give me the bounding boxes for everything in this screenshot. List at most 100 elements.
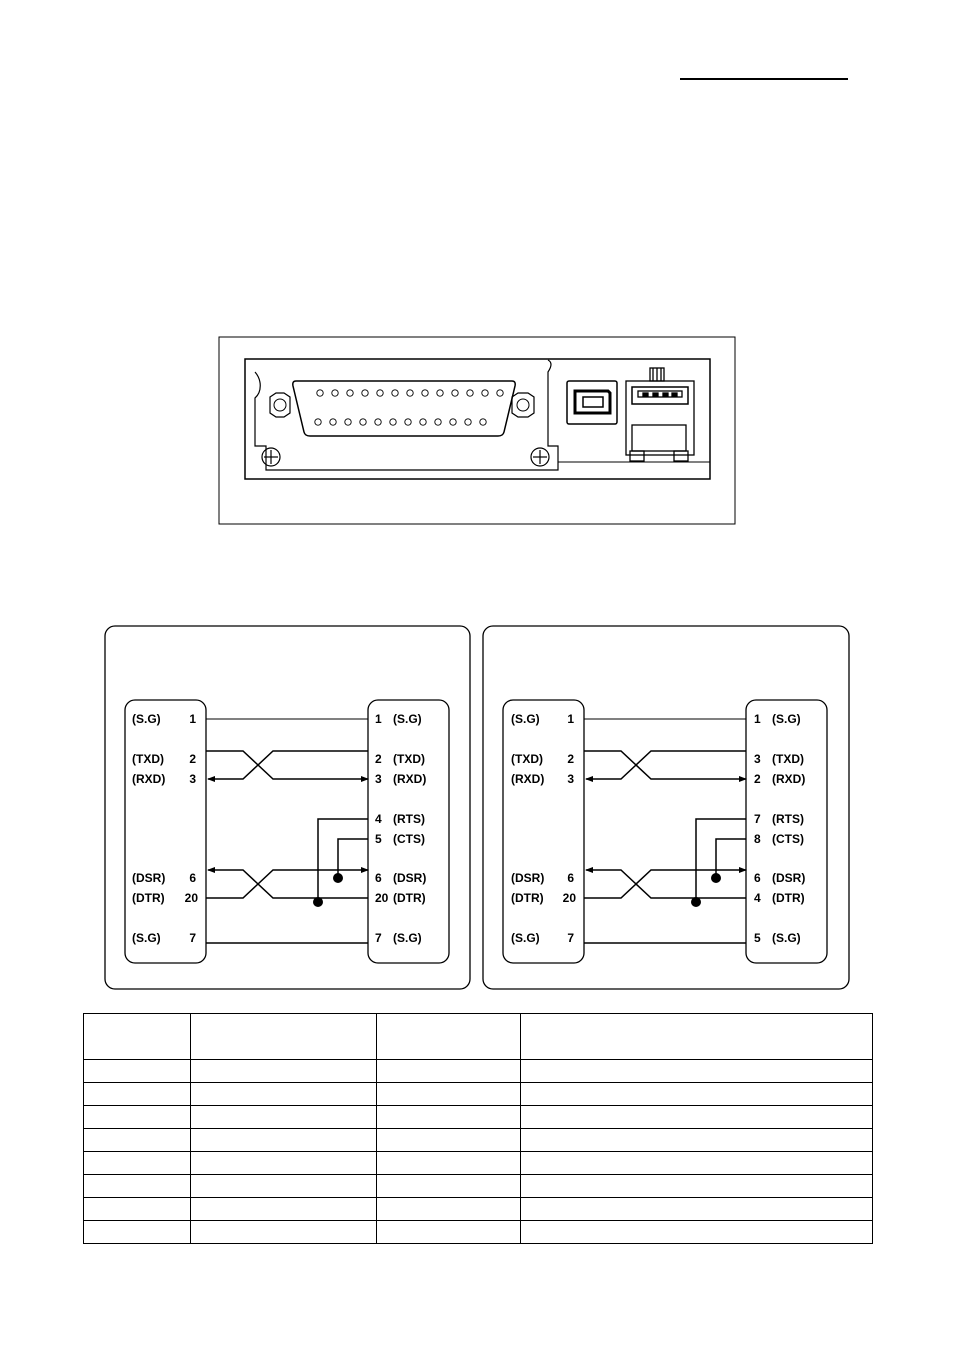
pin-number: 3 xyxy=(567,772,574,786)
wire-dtr-dsr xyxy=(206,867,369,899)
phillips-screw-left-icon xyxy=(261,447,281,467)
junction-dot xyxy=(313,897,323,907)
pin-label: (TXD) xyxy=(772,752,804,766)
hex-screw-right-icon xyxy=(511,392,535,418)
phillips-screw-right-icon xyxy=(530,447,550,467)
pin-number: 6 xyxy=(567,871,574,885)
pin-number: 6 xyxy=(375,871,382,885)
pin-label: (CTS) xyxy=(393,832,425,846)
pin-label: (S.G) xyxy=(393,931,422,945)
connector-block-right xyxy=(367,699,450,964)
pin-label: (TXD) xyxy=(132,752,164,766)
connector-block-right xyxy=(745,699,828,964)
table-row xyxy=(83,1220,873,1244)
pin-number: 1 xyxy=(567,712,574,726)
pin-label: (DTR) xyxy=(393,891,426,905)
pin-number: 7 xyxy=(375,931,382,945)
diagram-frame-left xyxy=(104,625,471,990)
pin-number: 1 xyxy=(754,712,761,726)
pin-label: (RXD) xyxy=(511,772,544,786)
wire-txd-rxd xyxy=(206,750,369,782)
pin-number: 4 xyxy=(375,812,382,826)
table-header-cell xyxy=(190,1013,377,1060)
table-header-cell xyxy=(83,1013,191,1060)
table-header-cell xyxy=(376,1013,521,1060)
pin-number: 2 xyxy=(189,752,196,766)
pin-label: (S.G) xyxy=(511,931,540,945)
wiring-diagram-left: (S.G) 1 (TXD) 2 (RXD) 3 (DSR) 6 (DTR) 20… xyxy=(104,625,471,990)
pin-number: 3 xyxy=(375,772,382,786)
pin-label: (S.G) xyxy=(393,712,422,726)
pin-number: 7 xyxy=(189,931,196,945)
rear-panel-illustration xyxy=(218,336,736,525)
db25-serial-connector-icon xyxy=(292,380,516,437)
signal-table xyxy=(83,1013,873,1244)
pin-number: 6 xyxy=(754,871,761,885)
table-row xyxy=(83,1174,873,1198)
connector-block-left xyxy=(502,699,585,964)
table-row xyxy=(83,1151,873,1175)
pin-number: 1 xyxy=(189,712,196,726)
wire-dtr-dsr-return xyxy=(207,867,368,899)
usb-b-port-icon xyxy=(566,380,618,425)
rear-panel-body xyxy=(244,358,711,480)
diagram-frame-right xyxy=(482,625,850,990)
wire-rxd-txd xyxy=(585,750,746,782)
pin-label: (DTR) xyxy=(772,891,805,905)
wiring-diagram-right: (S.G) 1 (TXD) 2 (RXD) 3 (DSR) 6 (DTR) 20… xyxy=(482,625,850,990)
pin-number: 7 xyxy=(567,931,574,945)
pin-label: (S.G) xyxy=(772,931,801,945)
pin-number: 2 xyxy=(375,752,382,766)
connector-block-left xyxy=(124,699,207,964)
pin-label: (S.G) xyxy=(132,931,161,945)
pin-label: (DSR) xyxy=(772,871,805,885)
pin-label: (S.G) xyxy=(772,712,801,726)
wire-dtr-dsr xyxy=(584,867,747,899)
pin-number: 4 xyxy=(754,891,761,905)
pin-label: (DTR) xyxy=(511,891,544,905)
pin-number: 5 xyxy=(754,931,761,945)
table-row xyxy=(83,1059,873,1083)
wire-cts-loop xyxy=(337,838,368,878)
pin-number: 6 xyxy=(189,871,196,885)
pin-number: 20 xyxy=(563,891,577,905)
junction-dot xyxy=(333,873,343,883)
usb-a-ethernet-module-icon xyxy=(625,367,695,462)
pin-label: (TXD) xyxy=(511,752,543,766)
pin-number: 3 xyxy=(189,772,196,786)
pin-label: (RXD) xyxy=(772,772,805,786)
pin-number: 8 xyxy=(754,832,761,846)
header-rule xyxy=(680,78,848,80)
wire-cts-loop xyxy=(715,838,746,878)
table-header-row xyxy=(83,1013,873,1060)
pin-number: 7 xyxy=(754,812,761,826)
pin-label: (DSR) xyxy=(393,871,426,885)
pin-number: 20 xyxy=(375,891,389,905)
pin-label: (RTS) xyxy=(393,812,425,826)
pin-label: (S.G) xyxy=(511,712,540,726)
pin-number: 20 xyxy=(185,891,199,905)
pin-label: (DTR) xyxy=(132,891,165,905)
pin-number: 2 xyxy=(567,752,574,766)
pin-label: (RXD) xyxy=(132,772,165,786)
wire-rts-loop xyxy=(317,818,368,902)
pin-number: 3 xyxy=(754,752,761,766)
rear-panel-frame xyxy=(218,336,736,525)
pin-number: 2 xyxy=(754,772,761,786)
wire-dtr-dsr-return xyxy=(585,867,746,899)
table-row xyxy=(83,1197,873,1221)
pin-label: (DSR) xyxy=(132,871,165,885)
table-row xyxy=(83,1082,873,1106)
junction-dot xyxy=(691,897,701,907)
wire-rxd-txd xyxy=(207,750,368,782)
pin-number: 5 xyxy=(375,832,382,846)
pin-label: (RXD) xyxy=(393,772,426,786)
wires-right xyxy=(584,718,747,944)
pin-label: (RTS) xyxy=(772,812,804,826)
table-row xyxy=(83,1105,873,1129)
junction-dot xyxy=(711,873,721,883)
interface-bracket xyxy=(254,359,559,471)
pin-number: 1 xyxy=(375,712,382,726)
hex-screw-left-icon xyxy=(269,392,291,418)
